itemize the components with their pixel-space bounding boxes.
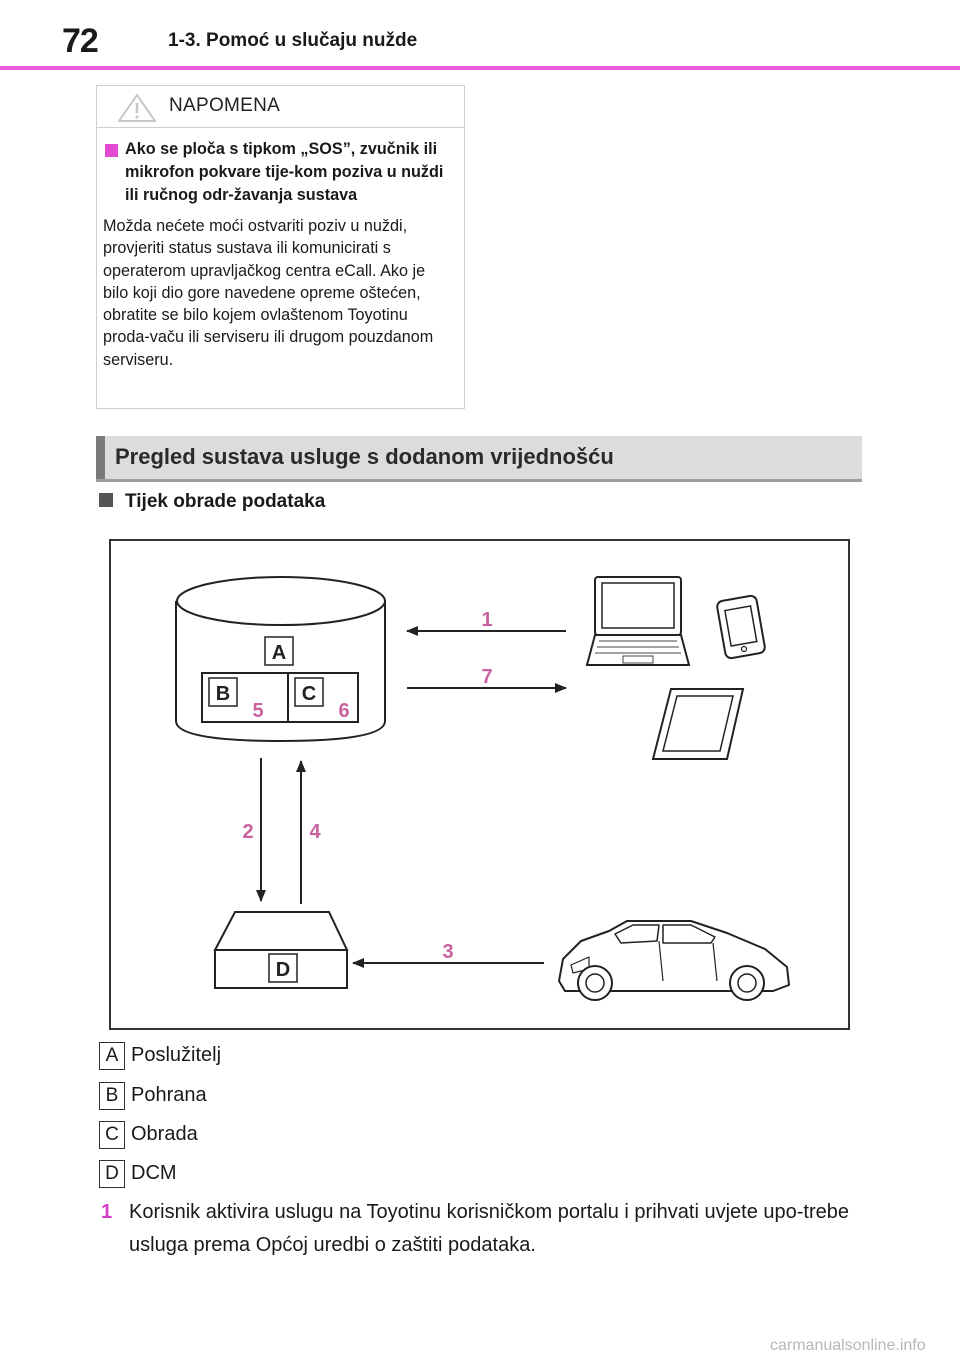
band-title: Pregled sustava usluge s dodanom vrijedn… [115,444,614,469]
flow-number-7: 7 [481,666,492,688]
legend-text: DCM [131,1162,177,1184]
legend-text: Poslužitelj [131,1044,222,1066]
legend-key: A [99,1042,125,1070]
flow-number-5: 5 [252,700,263,722]
tablet-icon [651,688,745,760]
legend-text: Obrada [131,1123,198,1145]
note-header: NAPOMENA [97,86,464,128]
label-box-d [268,953,298,983]
legend-text: Pohrana [131,1084,207,1106]
label-a: A [272,642,286,664]
subheading: Tijek obrade podataka [99,491,325,513]
band-marker [96,436,105,479]
laptop-icon [585,576,691,666]
step-number: 1 [101,1201,113,1223]
flow-number-6: 6 [338,700,349,722]
label-box-b [208,677,238,707]
note-subheading: Ako se ploča s tipkom „SOS”, zvučnik ili… [103,138,450,207]
label-box-a [264,636,294,666]
subheading-text: Tijek obrade podataka [125,491,326,512]
step-text: Korisnik aktivira uslugu na Toyotinu kor… [129,1201,849,1256]
label-d: D [276,959,290,981]
note-body: Možda nećete moći ostvariti poziv u nužd… [103,217,434,369]
note-label: NAPOMENA [169,95,281,116]
header-rule [0,66,960,70]
step-item: 1 Korisnik aktivira uslugu na Toyotinu k… [99,1196,869,1262]
flow-number-3: 3 [442,941,453,963]
note-box: NAPOMENA Ako se ploča s tipkom „SOS”, zv… [96,85,465,409]
warning-icon [118,94,156,122]
label-c: C [302,683,316,705]
flow-number-2: 2 [242,821,253,843]
page-number: 72 [62,22,99,60]
square-bullet-icon [99,493,113,507]
label-b: B [216,683,230,705]
square-bullet-icon [105,144,118,157]
car-icon [558,920,790,1001]
legend-key: D [99,1160,125,1188]
legend-key: B [99,1082,125,1110]
flow-number-1: 1 [481,609,492,631]
section-title: 1-3. Pomoć u slučaju nužde [168,30,418,51]
label-box-c [294,677,324,707]
flow-number-4: 4 [309,821,321,843]
legend-key: C [99,1121,125,1149]
section-band: Pregled sustava usluge s dodanom vrijedn… [96,436,862,482]
data-flow-diagram: A B 5 C 6 1 7 [109,539,850,1030]
note-subheading-text: Ako se ploča s tipkom „SOS”, zvučnik ili… [125,140,444,204]
smartphone-icon [716,594,766,660]
watermark: carmanualsonline.info [770,1337,926,1354]
diagram-canvas: A B 5 C 6 1 7 [175,576,790,1001]
